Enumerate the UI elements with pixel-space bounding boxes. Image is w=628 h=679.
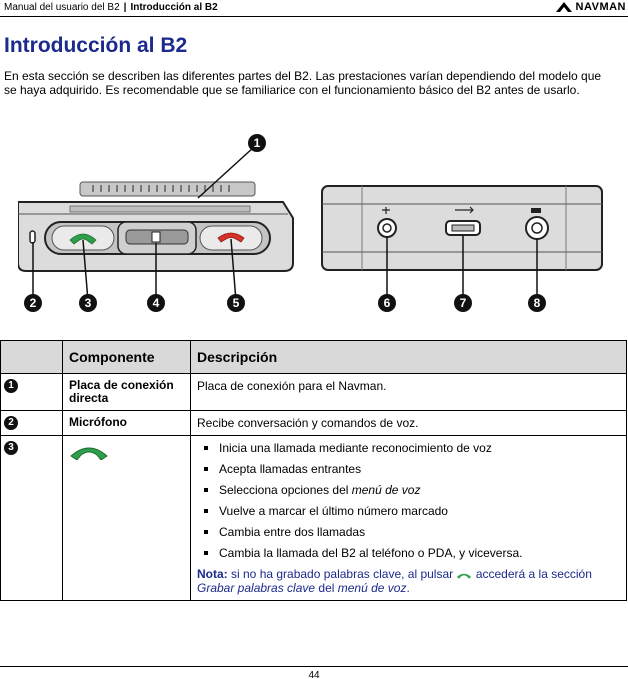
row-component: Placa de conexión directa <box>62 373 191 411</box>
note-link-1[interactable]: Grabar palabras clave <box>197 581 316 595</box>
callout-1: 1 <box>254 136 261 150</box>
list-item: Acepta llamadas entrantes <box>197 462 620 476</box>
note-part1: si no ha grabado palabras clave, al puls… <box>227 567 457 581</box>
callout-6: 6 <box>384 296 391 310</box>
list-item: Vuelve a marcar el último número marcado <box>197 504 620 518</box>
components-table: Componente Descripción 1 Placa de conexi… <box>0 340 627 601</box>
callout-5: 5 <box>233 296 240 310</box>
bullet-italic: menú de voz <box>351 483 421 497</box>
feature-list: Inicia una llamada mediante reconocimien… <box>197 441 620 560</box>
logo-text: NAVMAN <box>575 1 626 13</box>
list-item: Selecciona opciones del menú de voz <box>197 483 620 497</box>
bullet-text: Selecciona opciones del <box>219 483 349 497</box>
list-item: Cambia entre dos llamadas <box>197 525 620 539</box>
callout-7: 7 <box>460 296 467 310</box>
header-description: Descripción <box>190 340 627 374</box>
list-item: Inicia una llamada mediante reconocimien… <box>197 441 620 455</box>
page-header: Manual del usuario del B2|Introducción a… <box>0 0 628 17</box>
table-row: 3 Inicia una llamada mediante reconocimi… <box>0 435 627 601</box>
note-end: . <box>406 581 410 595</box>
callout-8: 8 <box>534 296 541 310</box>
note-label: Nota: <box>197 567 228 581</box>
green-phone-icon <box>457 573 472 579</box>
row-number: 2 <box>0 410 63 436</box>
green-phone-icon <box>70 447 108 461</box>
section-title: Introducción al B2 <box>130 2 218 13</box>
intro-paragraph: En esta sección se describen las diferen… <box>4 69 602 97</box>
header-component: Componente <box>62 340 191 374</box>
table-header-row: Componente Descripción <box>0 340 627 374</box>
number-badge: 3 <box>4 441 18 455</box>
row-component <box>62 435 191 601</box>
table-row: 2 Micrófono Recibe conversación y comand… <box>0 410 627 436</box>
header-separator: | <box>123 2 127 13</box>
table-row: 1 Placa de conexión directa Placa de con… <box>0 373 627 411</box>
number-badge: 2 <box>4 416 18 430</box>
row-description: Recibe conversación y comandos de voz. <box>190 410 627 436</box>
note-part2: accederá a la sección <box>472 567 592 581</box>
row-description: Inicia una llamada mediante reconocimien… <box>190 435 627 601</box>
list-item: Cambia la llamada del B2 al teléfono o P… <box>197 546 620 560</box>
device-diagram-svg: 1 2 3 4 5 6 7 8 <box>17 128 608 334</box>
callout-3: 3 <box>85 296 92 310</box>
callout-lines <box>32 146 538 302</box>
note-part3: del <box>315 581 338 595</box>
page-number: 44 <box>308 670 320 679</box>
device-diagram: 1 2 3 4 5 6 7 8 <box>17 128 608 334</box>
callout-4: 4 <box>153 296 160 310</box>
doc-title: Manual del usuario del B2 <box>4 2 120 13</box>
row-number: 1 <box>0 373 63 411</box>
note-link-2[interactable]: menú de voz <box>337 581 407 595</box>
row-description: Placa de conexión para el Navman. <box>190 373 627 411</box>
row-component: Micrófono <box>62 410 191 436</box>
device-side-view <box>321 185 603 271</box>
callout-2: 2 <box>30 296 37 310</box>
callouts: 1 2 3 4 5 6 7 8 <box>24 134 546 312</box>
device-front-view <box>17 181 294 272</box>
number-badge: 1 <box>4 379 18 393</box>
navman-logo: NAVMAN <box>554 0 626 14</box>
page-footer: 44 <box>0 666 628 679</box>
header-text: Manual del usuario del B2|Introducción a… <box>4 2 218 13</box>
note-text: Nota: si no ha grabado palabras clave, a… <box>197 567 620 595</box>
row-number: 3 <box>0 435 63 601</box>
header-num <box>0 340 63 374</box>
navman-logo-icon <box>555 2 572 12</box>
page-title: Introducción al B2 <box>4 34 188 57</box>
